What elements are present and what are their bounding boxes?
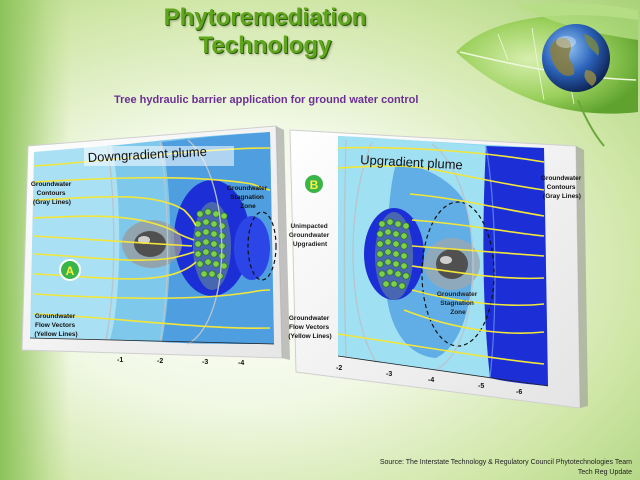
svg-text:A: A: [66, 264, 75, 278]
panel-a-tick: -1: [117, 357, 123, 364]
panel-b-tick: -3: [386, 371, 392, 378]
panel-b-tick: -2: [336, 365, 342, 372]
panel-b-badge: B: [303, 173, 325, 195]
panel-a-tick: -3: [202, 359, 208, 366]
panel-b-tick: -4: [428, 377, 434, 384]
panel-a-stagnation-label: Groundwater Stagnation Zone: [227, 185, 269, 210]
panel-b-unimpacted-label: Unimpacted Groundwater Upgradient: [289, 223, 331, 248]
panel-a-tick: -4: [238, 360, 244, 367]
panel-a-contours-label: Groundwater Contours (Gray Lines): [31, 181, 73, 206]
panel-b-contours-label: Groundwater Contours (Gray Lines): [541, 175, 583, 200]
subtitle: Tree hydraulic barrier application for g…: [114, 94, 419, 106]
panel-b-heading: Upgradient plume: [360, 152, 463, 172]
panel-b-vectors-label: Groundwater Flow Vectors (Yellow Lines): [288, 315, 331, 340]
panel-b-tick: -5: [478, 383, 484, 390]
svg-text:B: B: [310, 178, 319, 192]
panel-a-vectors-label: Groundwater Flow Vectors (Yellow Lines): [34, 313, 77, 338]
panel-b-stagnation-label: Groundwater Stagnation Zone: [437, 291, 479, 316]
panel-a-heading: Downgradient plume: [87, 144, 207, 165]
panel-b-tick: -6: [516, 389, 522, 396]
source-credit: Source: The Interstate Technology & Regu…: [379, 459, 632, 476]
leaf-globe-logo: [456, 3, 638, 147]
page-title: Phytoremediation Technology: [163, 4, 367, 59]
panel-a-diagram: -1 -2 -3 -4 Downgradient plume Groundwat…: [21, 125, 290, 367]
panel-a-badge: A: [59, 259, 81, 281]
panel-a-tick: -2: [157, 358, 163, 365]
panel-b-diagram: -2 -3 -4 -5 -6 Upgradient plume Groundwa…: [288, 129, 588, 409]
